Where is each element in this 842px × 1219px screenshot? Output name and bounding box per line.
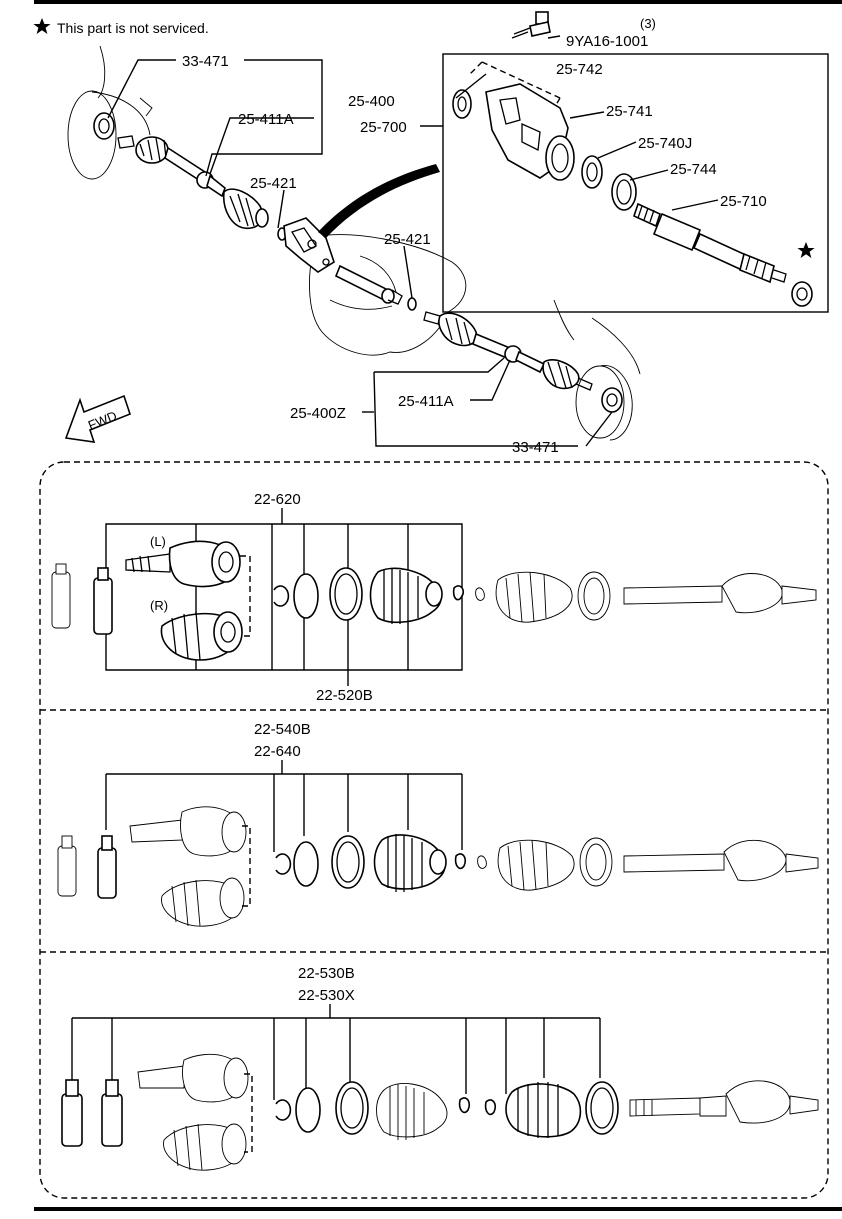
kit3-boot (505, 1082, 582, 1138)
grease-tube-ghost (57, 835, 77, 897)
kit-panel: 22-620 22-520B (L) (R) (39, 461, 829, 1199)
kit3-code-1: 22-530B (298, 965, 355, 982)
outer-joint-ghost-lower (161, 877, 245, 927)
bearing (581, 155, 603, 189)
kit2-snap-ring (293, 841, 319, 887)
label-joint-right: 25-411A (398, 393, 454, 410)
outer-joint-ghost-upper (137, 1053, 249, 1103)
label-bearing: 25-740J (638, 135, 692, 152)
kit2-code-1: 22-540B (254, 721, 311, 738)
center-shaft (334, 264, 403, 305)
snap-ring (611, 173, 637, 211)
right-hub (553, 299, 641, 441)
label-shaft-left: 25-400 (348, 93, 395, 110)
grease-tube-ghost (51, 563, 71, 629)
kit-2: 22-540B 22-640 (57, 721, 819, 927)
kit1-joint-bracket (240, 555, 251, 637)
not-serviced-star-icon (797, 242, 815, 258)
right-seal (601, 387, 623, 413)
kit1-boot (369, 567, 443, 624)
label-bracket: 25-741 (606, 103, 653, 120)
kit2-clamp (454, 853, 467, 870)
reference-arc (318, 164, 440, 238)
label-clip-lower: 25-421 (384, 231, 431, 248)
kit3-ghost-shaft (629, 1080, 819, 1124)
kit3-band (585, 1081, 619, 1135)
kit1-c-clip (273, 585, 290, 607)
leader-lines (107, 35, 719, 447)
kit1-snap-ring (293, 573, 319, 619)
fwd-arrow-icon: FWD (64, 394, 131, 443)
grease-tube (93, 567, 113, 635)
kit1-clamp (452, 585, 465, 601)
bolt (511, 11, 551, 39)
kit1-ghost-parts (475, 571, 817, 623)
bearing-bracket (485, 83, 575, 181)
grease-tube (97, 835, 117, 899)
label-seal-left: 33-471 (182, 53, 229, 70)
kit3-boot-ghost (376, 1083, 448, 1140)
label-cover: 25-742 (556, 61, 603, 78)
star-icon (33, 18, 51, 34)
label-bolt: 9YA16-1001 (566, 33, 648, 50)
outer-joint-right (160, 611, 243, 661)
differential-bracket (283, 217, 335, 273)
outer-joint-left (125, 540, 241, 588)
kit3-code-2: 22-530X (298, 987, 355, 1004)
label-seal-right: 33-471 (512, 439, 559, 456)
kit-1: 22-620 22-520B (L) (R) (51, 491, 817, 704)
kit2-ghost-parts (477, 837, 819, 891)
kit2-boot (373, 834, 447, 892)
grease-tube-1 (61, 1079, 83, 1147)
kit1-side-right: (R) (150, 598, 168, 613)
kit-panel-border (39, 461, 829, 1199)
intermediate-shaft (633, 202, 787, 284)
kit1-boot-band (329, 567, 363, 621)
clip-lower (407, 297, 417, 311)
kit1-bottom-code: 22-520B (316, 687, 373, 704)
label-joint-shaft: 25-700 (360, 119, 407, 136)
label-snap: 25-744 (670, 161, 717, 178)
left-hub (67, 45, 153, 180)
label-inter-shaft: 25-710 (720, 193, 767, 210)
kit1-code: 22-620 (254, 491, 301, 508)
kit2-joint-bracket (242, 825, 251, 907)
kit3-snap-ring (295, 1087, 321, 1133)
outer-joint-ghost-lower (163, 1123, 247, 1171)
kit3-clamp-1 (458, 1097, 471, 1114)
grease-tube-2 (101, 1079, 123, 1147)
kit2-c-clip (275, 853, 292, 875)
label-bolt-qty: (3) (640, 16, 656, 31)
kit3-boot-band (335, 1081, 369, 1135)
label-shaft-right: 25-400Z (290, 405, 346, 422)
left-seal (93, 112, 115, 140)
outer-joint-ghost-upper (129, 806, 247, 857)
top-rule (34, 0, 842, 4)
kit3-clamp-2 (484, 1099, 497, 1116)
bottom-rule (34, 1207, 842, 1211)
kit2-code-2: 22-640 (254, 743, 301, 760)
right-drive-shaft (423, 311, 593, 391)
box-seal (791, 281, 813, 307)
kit3-joint-bracket (244, 1073, 253, 1153)
not-serviced-note: This part is not serviced. (57, 20, 209, 36)
kit2-boot-band (331, 835, 365, 889)
exploded-view: FWD (64, 11, 829, 456)
kit1-side-left: (L) (150, 534, 166, 549)
label-joint-left: 25-411A (238, 111, 294, 128)
left-drive-shaft (117, 135, 269, 230)
label-clip-upper: 25-421 (250, 175, 297, 192)
kit-3: 22-530B 22-530X (61, 965, 819, 1171)
joint-shaft-box (442, 53, 829, 313)
cover-seal (452, 89, 472, 119)
kit3-c-clip (275, 1099, 292, 1121)
engine-outline (309, 234, 467, 356)
